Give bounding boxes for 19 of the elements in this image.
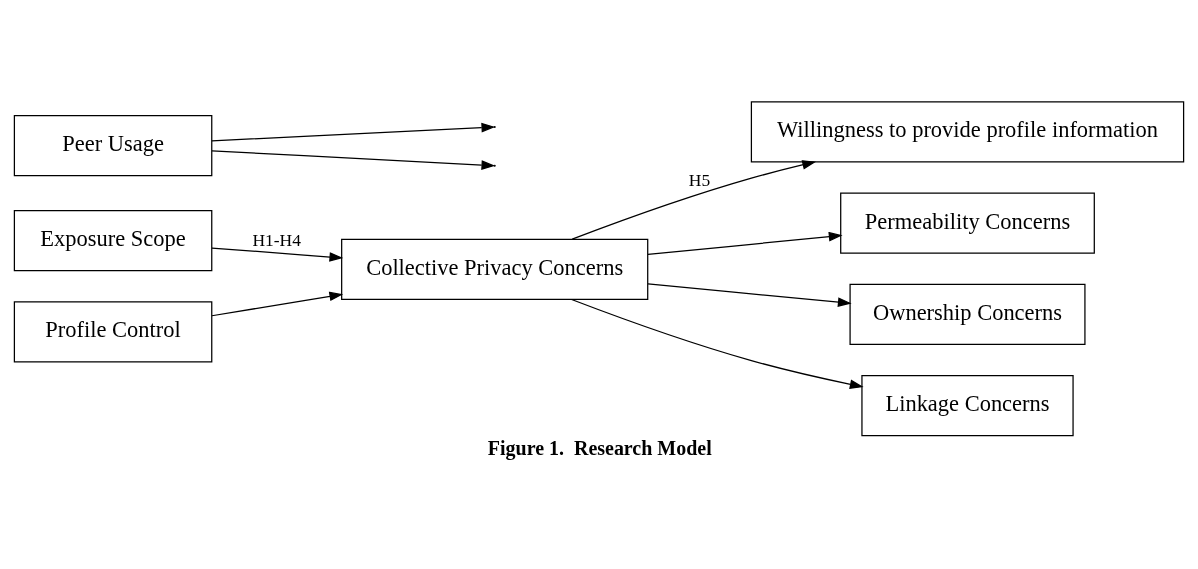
node-box: Exposure Scope — [13, 209, 213, 271]
node-box: Willingness to provide profile information — [750, 100, 1185, 163]
arrow — [647, 231, 843, 255]
arrow — [211, 246, 344, 262]
arrow — [211, 291, 344, 316]
node-box: Permeability Concerns — [840, 192, 1095, 254]
edge-label: H5 — [688, 169, 711, 190]
edge-label: H1-H4 — [252, 229, 301, 250]
arrow — [571, 159, 817, 240]
arrow — [211, 149, 496, 170]
caption: Figure 1. Research Model — [487, 436, 712, 459]
node-box: Linkage Concerns — [861, 374, 1074, 436]
arrow — [571, 298, 864, 389]
node-box: Profile Control — [13, 300, 213, 362]
node-box: Ownership Concerns — [849, 283, 1086, 345]
arrow — [647, 282, 852, 307]
arrow — [211, 122, 496, 142]
node-box: Peer Usage — [13, 114, 213, 176]
node-box: Collective Privacy Concerns — [341, 238, 649, 300]
